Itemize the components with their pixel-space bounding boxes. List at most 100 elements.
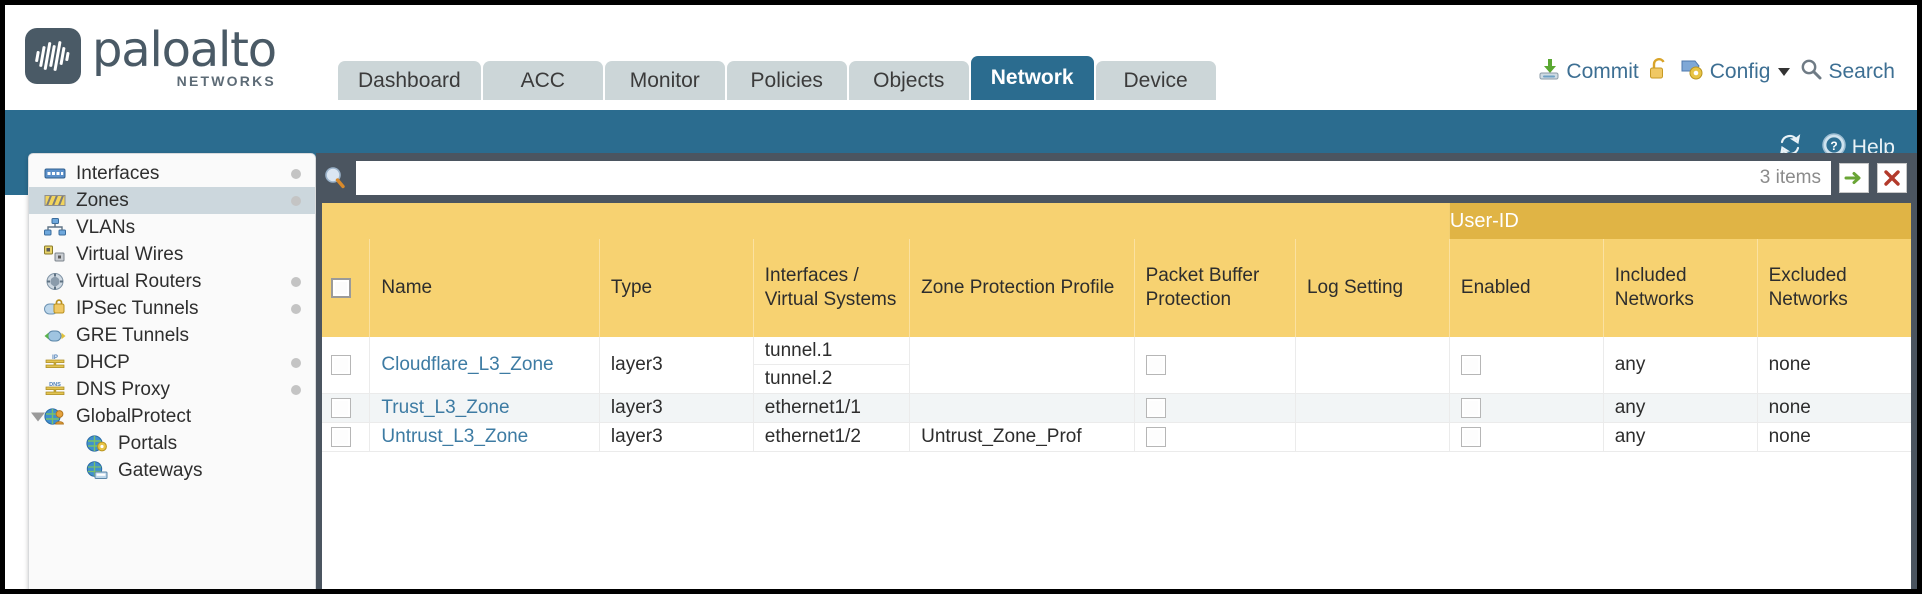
interface-item[interactable]: ethernet1/2 xyxy=(764,426,861,447)
column-header-included-networks[interactable]: Included Networks xyxy=(1602,239,1758,337)
interface-item[interactable]: tunnel.2 xyxy=(764,368,833,389)
tab-device[interactable]: Device xyxy=(1095,61,1216,100)
sidebar-item-virtual-routers[interactable]: Virtual Routers xyxy=(29,268,315,295)
row-select-cell xyxy=(322,393,370,423)
tab-acc[interactable]: ACC xyxy=(482,61,603,100)
sidebar-item-label: Zones xyxy=(76,189,129,211)
sidebar-item-indicator-dot[interactable] xyxy=(291,195,301,206)
sidebar-item-gre-tunnels[interactable]: GRE Tunnels xyxy=(29,322,315,349)
group-header-user-id: User-ID xyxy=(1448,203,1911,239)
column-header-packet-buffer-protection[interactable]: Packet Buffer Protection xyxy=(1133,239,1296,337)
filter-input[interactable] xyxy=(356,162,1760,194)
sidebar-item-indicator-dot[interactable] xyxy=(291,384,301,395)
commit-button[interactable]: Commit xyxy=(1537,57,1639,87)
help-button[interactable]: ? Help xyxy=(1821,132,1895,163)
unlock-icon xyxy=(1648,57,1670,87)
zone-name-link[interactable]: Untrust_L3_Zone xyxy=(381,426,529,447)
row-select-cell xyxy=(322,337,370,394)
userid-enabled-cell xyxy=(1448,393,1604,423)
column-header-zone-protection-profile[interactable]: Zone Protection Profile xyxy=(909,239,1135,337)
column-header-interfaces-virtual-systems[interactable]: Interfaces / Virtual Systems xyxy=(752,239,910,337)
column-header-enabled[interactable]: Enabled xyxy=(1448,239,1604,337)
select-all-checkbox[interactable] xyxy=(331,277,351,298)
sidebar-item-vlans[interactable]: VLANs xyxy=(29,214,315,241)
apply-filter-button[interactable] xyxy=(1839,163,1869,193)
dhcp-icon: IP xyxy=(43,353,67,373)
userid-enabled-checkbox[interactable] xyxy=(1460,397,1481,418)
chevron-down-icon[interactable] xyxy=(31,412,45,421)
packet-buffer-protection-checkbox[interactable] xyxy=(1145,397,1166,418)
zone-name-link[interactable]: Trust_L3_Zone xyxy=(381,397,510,418)
gre-tunnels-icon xyxy=(43,326,67,346)
svg-text:IP: IP xyxy=(52,355,58,361)
interfaces-icon xyxy=(43,164,67,184)
userid-enabled-checkbox[interactable] xyxy=(1460,354,1481,375)
sidebar-item-label: Portals xyxy=(118,432,178,454)
search-label: Search xyxy=(1828,60,1895,83)
packet-buffer-protection-cell xyxy=(1133,393,1296,423)
commit-icon xyxy=(1537,57,1561,87)
tab-dashboard[interactable]: Dashboard xyxy=(338,61,481,100)
sidebar-item-gateways[interactable]: Gateways xyxy=(29,457,315,484)
sidebar-item-indicator-dot[interactable] xyxy=(291,357,301,368)
tab-network[interactable]: Network xyxy=(970,56,1094,100)
filter-search-icon[interactable] xyxy=(322,165,348,191)
dns-proxy-icon: DNS xyxy=(43,380,67,400)
sidebar-item-virtual-wires[interactable]: Virtual Wires xyxy=(29,241,315,268)
unlock-button[interactable] xyxy=(1648,57,1670,87)
sidebar-item-interfaces[interactable]: Interfaces xyxy=(29,160,315,187)
search-button[interactable]: Search xyxy=(1799,57,1895,87)
zone-name-cell: Cloudflare_L3_Zone xyxy=(369,337,600,394)
userid-enabled-checkbox[interactable] xyxy=(1460,426,1481,447)
row-checkbox[interactable] xyxy=(331,397,351,418)
tab-objects[interactable]: Objects xyxy=(848,61,969,100)
excluded-networks-cell: none xyxy=(1756,393,1911,423)
sidebar-item-zones[interactable]: Zones xyxy=(29,187,315,214)
tab-policies[interactable]: Policies xyxy=(726,61,847,100)
zone-type-cell: layer3 xyxy=(598,422,754,452)
column-header-type[interactable]: Type xyxy=(598,239,754,337)
sidebar-item-indicator-dot[interactable] xyxy=(291,168,301,179)
ipsec-tunnels-icon xyxy=(43,299,67,319)
packet-buffer-protection-checkbox[interactable] xyxy=(1145,354,1166,375)
excluded-networks-cell: none xyxy=(1756,337,1911,394)
clear-filter-button[interactable] xyxy=(1877,163,1907,193)
packet-buffer-protection-cell xyxy=(1133,422,1296,452)
sidebar-item-indicator-dot[interactable] xyxy=(291,303,301,314)
sidebar-item-portals[interactable]: Portals xyxy=(29,430,315,457)
sidebar-item-label: Virtual Routers xyxy=(76,270,202,292)
zone-name-cell: Untrust_L3_Zone xyxy=(369,422,600,452)
packet-buffer-protection-checkbox[interactable] xyxy=(1145,426,1166,447)
column-header-excluded-networks[interactable]: Excluded Networks xyxy=(1756,239,1911,337)
filter-input-wrap: 3 items xyxy=(356,161,1831,195)
interface-list: tunnel.1 tunnel.2 xyxy=(753,337,910,393)
sidebar-item-indicator-dot[interactable] xyxy=(291,276,301,287)
column-header-log-setting[interactable]: Log Setting xyxy=(1294,239,1450,337)
brand-name: paloalto xyxy=(92,22,277,78)
included-networks-cell: any xyxy=(1602,337,1758,394)
interface-list: ethernet1/1 xyxy=(754,394,909,422)
brand-sub: NETWORKS xyxy=(176,73,276,89)
top-actions: Commit Config xyxy=(1537,57,1895,87)
row-checkbox[interactable] xyxy=(331,354,351,375)
interface-item[interactable]: tunnel.1 xyxy=(753,337,910,365)
row-checkbox[interactable] xyxy=(331,426,351,447)
tab-monitor[interactable]: Monitor xyxy=(604,61,725,100)
column-header-name[interactable]: Name xyxy=(369,239,600,337)
zone-name-link[interactable]: Cloudflare_L3_Zone xyxy=(381,354,554,375)
interface-item[interactable]: ethernet1/1 xyxy=(764,397,861,418)
config-menu[interactable]: Config xyxy=(1679,57,1791,87)
excluded-networks-value: none xyxy=(1768,397,1811,418)
zone-type-cell: layer3 xyxy=(598,337,754,394)
sidebar-item-ipsec-tunnels[interactable]: IPSec Tunnels xyxy=(29,295,315,322)
sidebar-item-globalprotect[interactable]: GlobalProtect xyxy=(29,403,315,430)
excluded-networks-cell: none xyxy=(1756,422,1911,452)
